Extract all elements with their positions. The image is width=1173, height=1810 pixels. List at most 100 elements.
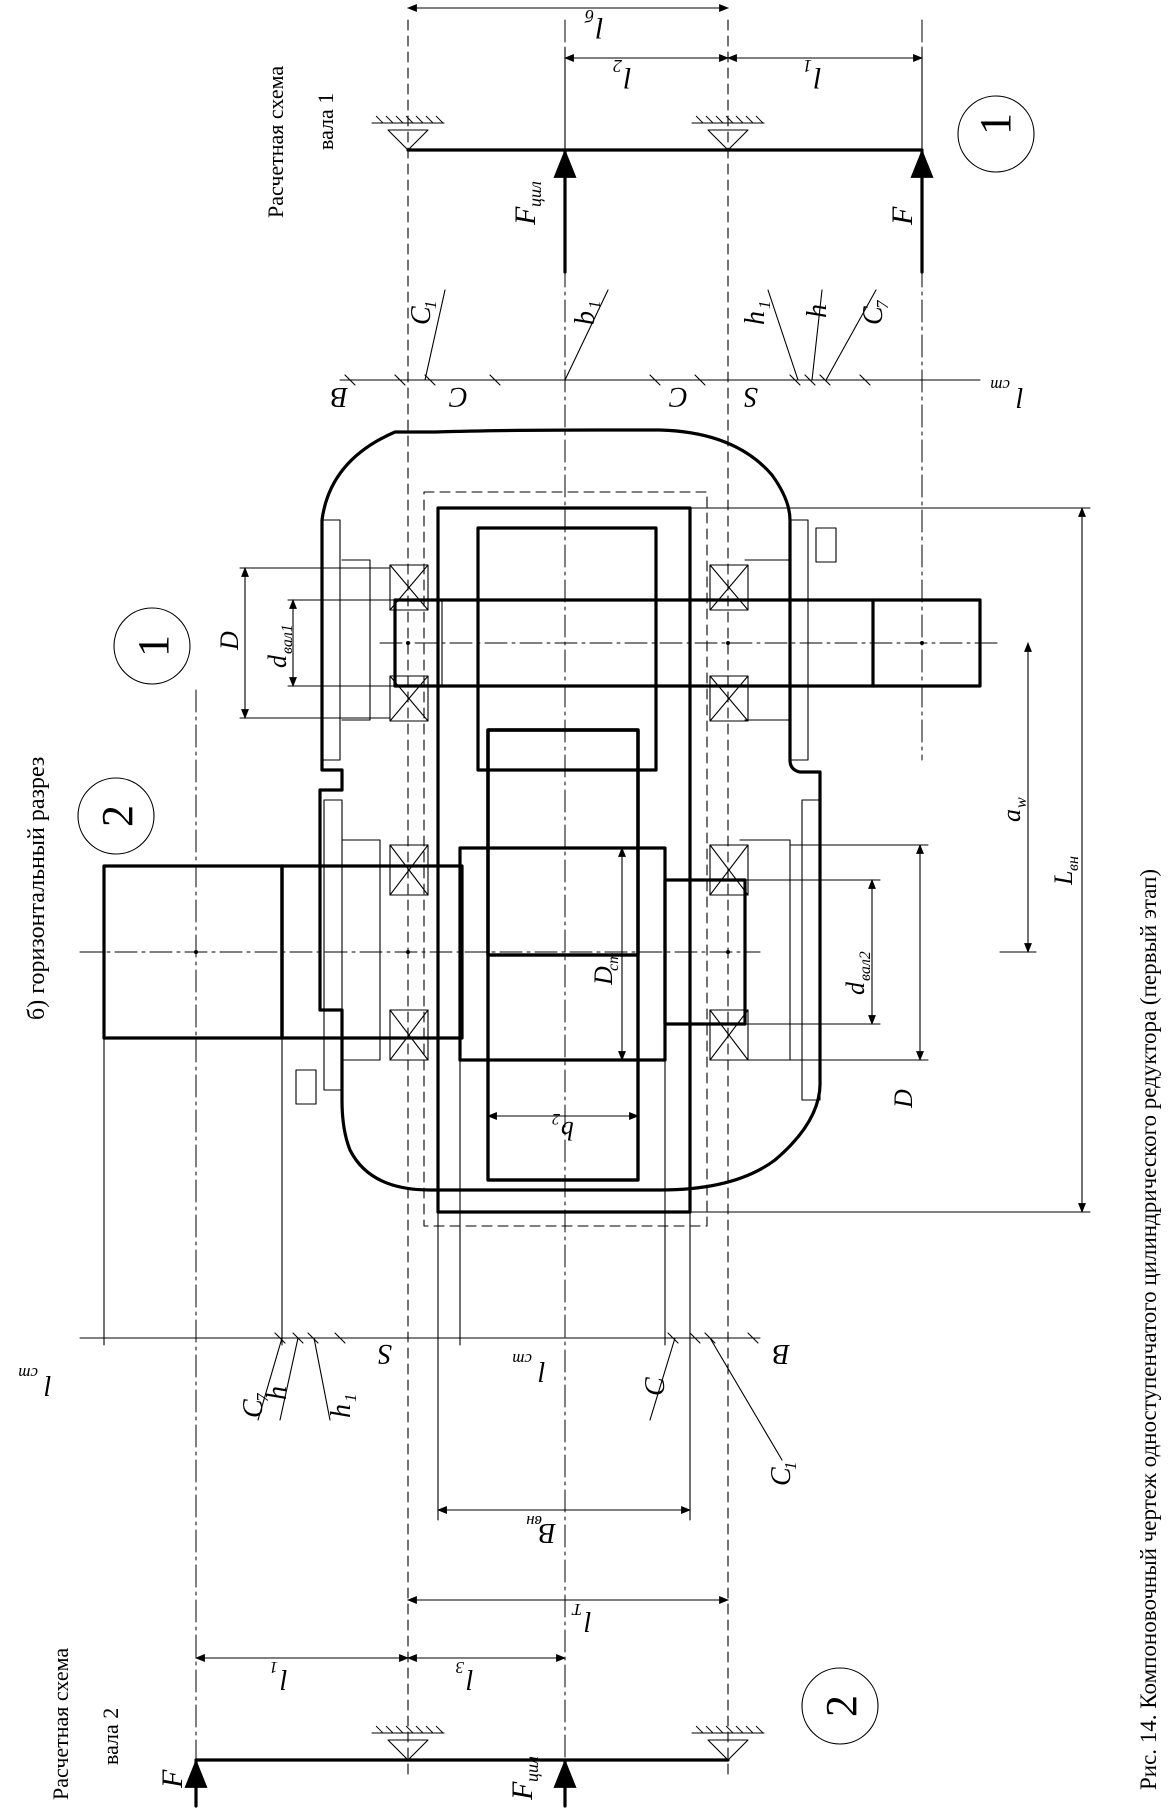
force-f-shaft1: F (886, 206, 919, 226)
dim-h1-top: h (740, 311, 771, 325)
dim-h-bottom: h (262, 1386, 293, 1400)
dim-b-vn: B (539, 1517, 556, 1548)
dim-d-val1: d (263, 654, 292, 668)
dim-l-1-bottom: l (280, 1663, 288, 1694)
dim-d-st: D (589, 966, 618, 986)
svg-text:1: 1 (803, 56, 812, 76)
dim-b-bottom: B (773, 1338, 790, 1369)
dim-c1-top: C (406, 306, 437, 325)
svg-text:вал2: вал2 (857, 951, 874, 981)
svg-text:цил: цил (525, 181, 545, 207)
upper-leader-labels: C1 b1 h1 h C7 B C C S lст (331, 289, 1024, 412)
dim-h-top: h (802, 304, 833, 318)
svg-text:l: l (624, 61, 632, 94)
dim-s-bottom: S (378, 1338, 392, 1369)
section-title: б) горизонтальный разрез (24, 757, 50, 1020)
shaft1-scheme-title-2: вала 1 (313, 93, 338, 150)
svg-text:ст: ст (605, 952, 622, 971)
svg-text:ст: ст (990, 376, 1010, 395)
dim-l-st-bottom-1: l (44, 1369, 52, 1400)
support-left-shaft1 (371, 115, 445, 151)
svg-text:1: 1 (781, 1462, 800, 1471)
force-f-cyl-shaft2: F цил (506, 1756, 542, 1801)
svg-text:7: 7 (253, 1392, 272, 1402)
svg-text:ст: ст (512, 1350, 532, 1369)
svg-text:l: l (814, 61, 822, 94)
dim-c7-top: C (858, 306, 889, 325)
svg-text:1: 1 (421, 301, 440, 310)
dim-l-2: l 2 (613, 56, 632, 94)
shaft2-with-gear (102, 728, 747, 1182)
svg-text:1: 1 (341, 1394, 360, 1403)
svg-text:2: 2 (552, 1110, 560, 1127)
shaft2-scheme: lТ l1 l3 (48, 1596, 879, 1808)
dim-c1-bottom: C (766, 1467, 797, 1486)
svg-text:w: w (1013, 797, 1030, 808)
svg-text:1: 1 (270, 1658, 279, 1677)
bearing-shaft1-right (709, 564, 749, 722)
svg-text:2: 2 (817, 1695, 866, 1717)
svg-text:F: F (509, 206, 542, 226)
dim-h1-bottom: h (326, 1404, 357, 1418)
shaft2-scheme-title-1: Расчетная схема (48, 1648, 73, 1800)
svg-text:ст: ст (18, 1364, 38, 1383)
dim-l-b: l б (584, 6, 604, 44)
force-f-shaft2: F (156, 1769, 189, 1789)
dim-l-1: l 1 (803, 56, 822, 94)
svg-text:2: 2 (613, 56, 622, 76)
svg-text:вн: вн (526, 1512, 542, 1531)
svg-text:2: 2 (93, 805, 142, 827)
support-right-shaft1 (691, 115, 765, 151)
force-f-cyl-shaft1: F цил (509, 181, 545, 226)
svg-text:1: 1 (971, 113, 1020, 135)
bearing-shaft2-right (709, 844, 749, 1061)
dim-s-top: S (744, 381, 758, 412)
svg-text:б: б (584, 6, 594, 26)
shaft1-marker-circle-upper: 1 (113, 607, 191, 685)
dim-l-st-bottom-2: l (538, 1355, 546, 1386)
dim-b1: b (570, 311, 601, 325)
support-right-shaft2 (691, 1725, 765, 1761)
shaft1-scheme: Расчетная схема вала 1 F цил F l б l 2 l… (263, 4, 1035, 274)
dim-b2: b (561, 1116, 574, 1145)
dim-l-t: l (584, 1605, 592, 1636)
bearing-shaft2-left (389, 844, 429, 1061)
support-left-shaft2 (371, 1725, 445, 1761)
lower-leader-labels: lст C7 h h1 S lст C B C1 Bвн (18, 1037, 800, 1548)
dim-c-top-1: C (449, 381, 468, 412)
svg-text:F: F (506, 1781, 539, 1801)
svg-text:F: F (156, 1769, 189, 1789)
svg-text:цил: цил (522, 1756, 542, 1782)
svg-text:1: 1 (129, 635, 178, 657)
dim-d-shaft2: D (889, 1089, 918, 1109)
shaft1-marker-circle: 1 (957, 95, 1035, 173)
center-lines (79, 19, 1001, 1791)
shaft2-marker-circle-upper: 2 (77, 777, 155, 855)
dim-d-val2: d (841, 981, 870, 995)
svg-text:1: 1 (585, 301, 604, 310)
shaft1-scheme-title-1: Расчетная схема (263, 66, 288, 218)
shaft1-with-pinion (393, 526, 982, 772)
svg-text:3: 3 (456, 1658, 466, 1677)
dim-a-w: a (997, 809, 1026, 822)
shaft2-marker-circle-bottom: 2 (801, 1667, 879, 1745)
dim-d-shaft1: D (215, 631, 244, 651)
dim-b-top: B (331, 381, 348, 412)
svg-text:7: 7 (873, 299, 892, 309)
svg-text:вн: вн (1065, 856, 1082, 871)
dim-l-vn: L (1049, 871, 1078, 886)
svg-text:F: F (886, 206, 919, 226)
dim-c-bottom: C (640, 1377, 671, 1396)
dim-l-st-top: l (1016, 381, 1024, 412)
gearbox-housing (295, 428, 837, 1227)
dim-l-3: l (466, 1663, 474, 1694)
dim-c-top-2: C (669, 381, 688, 412)
dim-c7-bottom: C (238, 1399, 269, 1418)
shaft2-scheme-title-2: вала 2 (98, 1708, 123, 1765)
svg-text:l: l (596, 11, 604, 44)
figure-caption: Рис. 14. Компоновочный чертеж одноступен… (1136, 869, 1161, 1790)
svg-text:Т: Т (571, 1600, 582, 1619)
svg-text:1: 1 (755, 301, 774, 310)
